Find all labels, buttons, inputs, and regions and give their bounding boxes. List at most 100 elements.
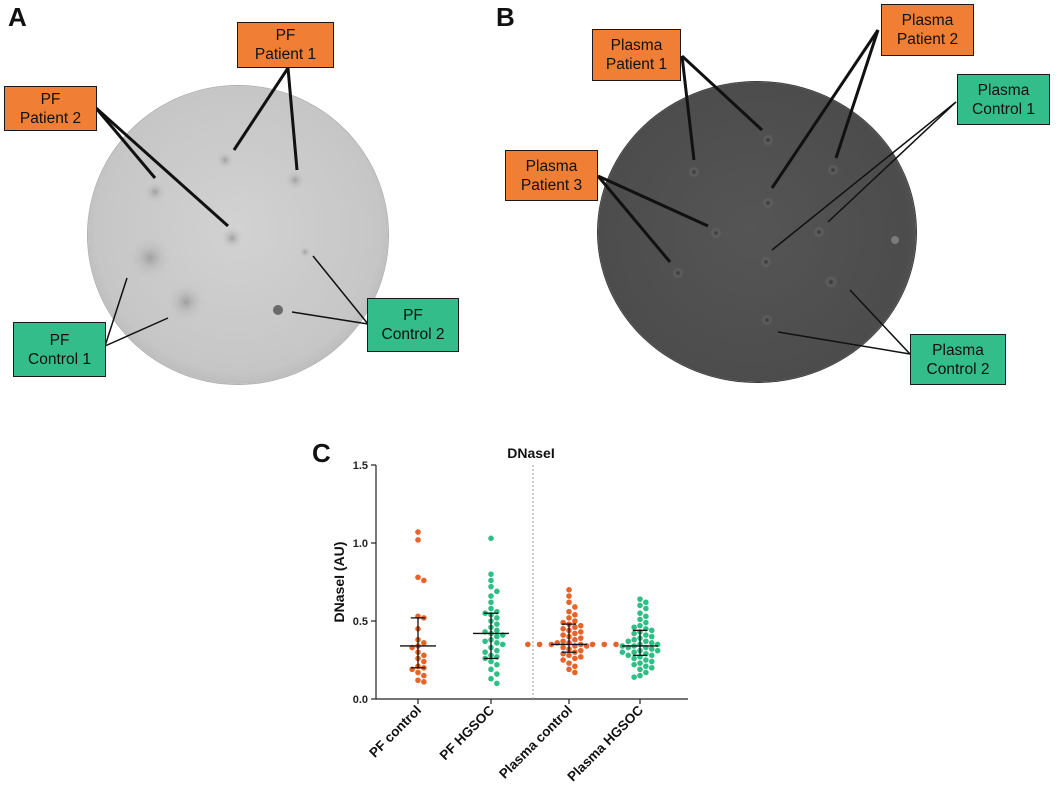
data-point <box>577 654 584 660</box>
data-point <box>488 577 494 584</box>
data-point <box>643 613 649 620</box>
data-point <box>648 665 655 671</box>
well <box>891 236 899 244</box>
leader-line <box>286 67 299 171</box>
y-tick-label: 1.0 <box>353 538 368 550</box>
y-axis-ticks: 0.00.51.01.5 <box>353 460 376 706</box>
data-point <box>648 627 655 634</box>
data-point <box>654 647 661 654</box>
well <box>671 266 685 280</box>
chart-title: DNaseI <box>507 445 554 461</box>
data-point <box>572 624 578 631</box>
label-pf-control-2: PF Control 2 <box>367 298 459 352</box>
label-sample-type: PF <box>275 27 296 44</box>
x-category-label: PF HGSOC <box>437 702 498 763</box>
data-point <box>643 619 649 626</box>
leader-line <box>827 101 957 223</box>
data-point <box>488 605 494 612</box>
data-point <box>494 647 500 654</box>
data-point <box>613 641 619 648</box>
label-sample-id: Control 2 <box>926 360 990 378</box>
well <box>128 236 172 280</box>
leader-lines-plate-a <box>94 67 369 347</box>
data-point <box>643 599 649 606</box>
data-point <box>482 638 488 645</box>
y-axis-label: DNaseI (AU) <box>331 542 347 623</box>
label-sample-id: Patient 1 <box>254 46 317 63</box>
leader-line <box>680 55 696 161</box>
data-point <box>572 669 578 676</box>
data-point <box>421 679 427 685</box>
well <box>285 170 305 190</box>
data-point <box>421 672 427 679</box>
data-point <box>643 657 649 663</box>
data-point <box>566 593 572 599</box>
data-point <box>631 636 637 643</box>
data-point <box>572 655 578 662</box>
label-sample-id: Patient 2 <box>896 31 959 48</box>
data-point <box>536 641 543 648</box>
data-point <box>643 638 649 645</box>
label-sample-type: Plasma <box>932 341 984 359</box>
data-point <box>560 638 566 645</box>
label-sample-type: Plasma <box>901 12 954 29</box>
data-point <box>421 652 427 659</box>
data-point <box>415 529 421 535</box>
leader-line <box>597 174 709 228</box>
data-point <box>631 655 637 662</box>
y-tick-label: 1.5 <box>353 460 368 472</box>
data-point <box>415 537 421 543</box>
data-point <box>572 630 578 637</box>
data-point <box>566 587 572 593</box>
leader-lines-plate-b <box>596 29 957 355</box>
data-point <box>525 641 531 648</box>
data-point <box>421 640 427 646</box>
data-point <box>494 627 500 634</box>
leader-line <box>291 311 369 325</box>
data-point <box>415 574 421 581</box>
data-point <box>631 649 637 655</box>
label-sample-id: Patient 1 <box>605 56 668 73</box>
data-point <box>566 599 572 606</box>
data-point <box>482 649 488 655</box>
data-point <box>625 652 632 659</box>
well <box>759 255 773 269</box>
data-point <box>637 660 643 666</box>
data-point <box>577 635 584 641</box>
well <box>761 196 775 210</box>
data-point <box>648 633 655 640</box>
data-point <box>494 615 500 621</box>
data-point <box>648 652 655 659</box>
label-sample-type: PF <box>403 307 423 324</box>
label-sample-type: PF <box>40 90 61 108</box>
data-point <box>421 658 427 665</box>
panel-label-c: C <box>312 438 331 468</box>
leader-line <box>104 317 169 347</box>
label-sample-type: Plasma <box>610 37 663 54</box>
label-sample-type: PF <box>49 331 70 349</box>
data-point <box>566 652 572 659</box>
x-category-label: PF control <box>366 703 424 761</box>
data-point <box>572 636 578 643</box>
well <box>299 246 311 258</box>
data-point <box>415 669 421 676</box>
label-sample-id: Control 1 <box>972 100 1035 118</box>
label-sample-id: Control 1 <box>28 350 91 368</box>
label-sample-id: Control 2 <box>381 326 445 343</box>
median-iqr-bars <box>400 612 658 669</box>
well <box>687 165 701 179</box>
leader-line <box>849 289 911 355</box>
well <box>823 274 839 290</box>
data-point <box>572 618 578 624</box>
data-point <box>488 658 494 665</box>
data-point <box>560 632 566 638</box>
data-point <box>566 615 572 621</box>
leader-line <box>777 331 911 355</box>
leader-line <box>771 101 957 251</box>
